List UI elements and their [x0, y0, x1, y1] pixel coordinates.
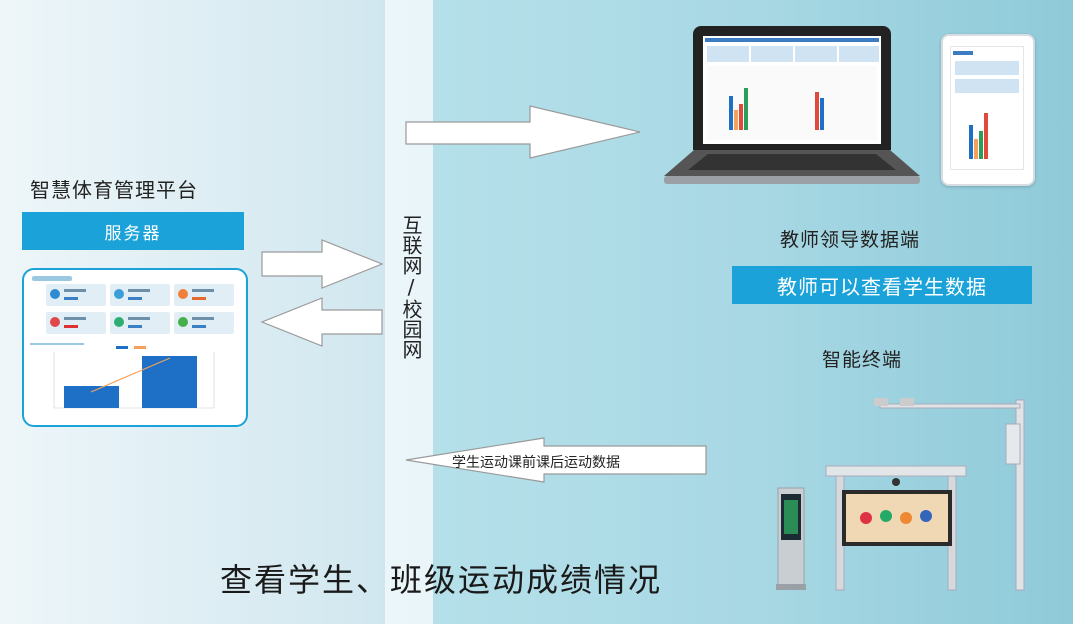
server-banner: 服务器 — [22, 212, 244, 250]
terminal-label: 智能终端 — [822, 349, 903, 371]
server-dashboard-thumbnail — [22, 268, 248, 427]
camera-pole-icon — [874, 398, 1025, 591]
network-label: 互联网/校园网 — [399, 215, 423, 359]
dashboard-tile — [174, 312, 234, 334]
arrow-student-data — [405, 437, 707, 483]
teacher-label: 教师领导数据端 — [780, 229, 921, 251]
dashboard-tile — [46, 312, 106, 334]
laptop-keyboard — [664, 150, 920, 184]
bottom-caption: 查看学生、班级运动成绩情况 — [220, 561, 663, 599]
laptop-screen-content — [703, 36, 881, 144]
arrow-to-teacher — [405, 105, 641, 159]
arrows-server-network — [260, 239, 384, 347]
dashboard-header — [32, 276, 72, 281]
display-board-icon — [825, 465, 967, 591]
arrow-to-network — [261, 239, 384, 289]
dashboard-chart — [30, 343, 215, 409]
dashboard-tile — [110, 312, 170, 334]
network-divider — [385, 0, 433, 624]
kiosk-icon — [776, 487, 806, 590]
dashboard-tile — [174, 284, 234, 306]
platform-title: 智慧体育管理平台 — [30, 178, 198, 202]
dashboard-tile — [110, 284, 170, 306]
student-data-label: 学生运动课前课后运动数据 — [452, 455, 620, 471]
tablet-screen-content — [950, 46, 1024, 170]
arrow-to-server — [260, 297, 383, 347]
smart-terminal-devices — [776, 398, 1025, 591]
dashboard-tile — [46, 284, 106, 306]
teacher-banner: 教师可以查看学生数据 — [732, 266, 1032, 304]
